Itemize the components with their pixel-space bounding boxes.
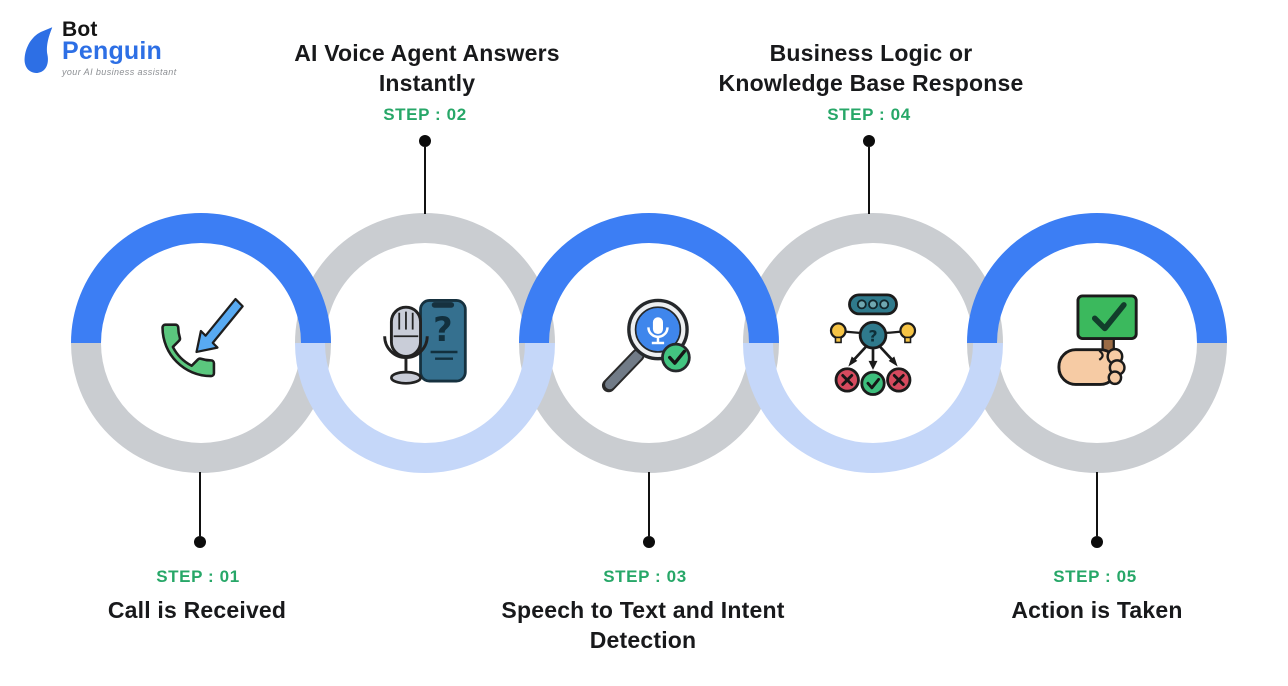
ring1-top-blue	[71, 213, 331, 344]
step2-title: AI Voice Agent Answers Instantly	[294, 40, 560, 96]
step5-title: Action is Taken	[1011, 597, 1183, 623]
ring2-bottom-lightblue	[295, 342, 555, 473]
step4-label: STEP : 04	[827, 105, 911, 124]
step3-connector-dot	[643, 536, 655, 548]
step4-title: Business Logic or Knowledge Base Respons…	[718, 40, 1024, 96]
step4-connector-dot	[863, 135, 875, 147]
ring3-bottom-gray	[519, 342, 779, 473]
incoming-call-icon	[161, 297, 244, 378]
ring5-bottom-gray	[967, 342, 1227, 473]
step1-label: STEP : 01	[156, 567, 240, 586]
ring2-top-gray	[295, 213, 555, 344]
step1-connector-dot	[194, 536, 206, 548]
step5-label: STEP : 05	[1053, 567, 1137, 586]
logo-text-penguin: Penguin	[62, 37, 163, 65]
ring5-top-blue	[967, 213, 1227, 344]
svg-text:?: ?	[868, 326, 877, 345]
logo-wordmark: Bot Penguin your AI business assistant	[62, 18, 177, 77]
step1-title: Call is Received	[107, 597, 287, 623]
step2-label: STEP : 02	[383, 105, 467, 124]
step3-title: Speech to Text and Intent Detection	[501, 597, 785, 653]
ring4-top-gray	[743, 213, 1003, 344]
botpenguin-logo: Bot Penguin your AI business assistant	[18, 18, 177, 77]
step3-label: STEP : 03	[603, 567, 687, 586]
svg-text:?: ?	[433, 310, 452, 349]
logo-text-bot: Bot	[62, 18, 98, 41]
mic-phone-icon: ?	[383, 299, 467, 385]
decision-flow-icon: ?	[829, 293, 917, 396]
step5-connector-dot	[1091, 536, 1103, 548]
ring1-bottom-gray	[71, 342, 331, 473]
penguin-logo-icon	[24, 27, 53, 73]
ring3-top-blue	[519, 213, 779, 344]
action-hand-icon	[1057, 294, 1138, 386]
ring4-bottom-lightblue	[743, 342, 1003, 473]
logo-tagline: your AI business assistant	[62, 67, 177, 77]
speech-intent-search-icon	[601, 298, 691, 393]
step2-connector-dot	[419, 135, 431, 147]
